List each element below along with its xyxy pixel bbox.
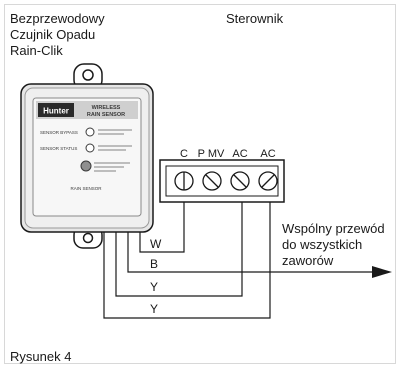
terminal-label-ac2: AC: [260, 148, 275, 160]
sensor-label-line3: Rain-Clik: [10, 43, 63, 58]
wire-label-y2: Y: [150, 302, 158, 316]
sensor-status-led: [85, 143, 95, 153]
sensor-indicator-icon: [80, 160, 92, 172]
figure-frame: [4, 4, 396, 364]
sensor-title-line1: WIRELESS: [92, 105, 121, 111]
terminal-screw-c-icon: [174, 171, 194, 191]
sensor-bypass-label: SENSOR BYPASS: [40, 130, 78, 135]
wire-label-y1: Y: [150, 280, 158, 294]
terminal-screw-ac1-icon: [230, 171, 250, 191]
common-wire-label-line2: do wszystkich: [282, 237, 363, 252]
sensor-label-line2: Czujnik Opadu: [10, 27, 96, 42]
common-wire-label-line3: zaworów: [282, 253, 334, 268]
wire-y-1: [115, 184, 243, 297]
controller-terminal-block: [159, 159, 285, 203]
terminal-label-c: C: [180, 148, 188, 160]
terminal-screw-ac2-icon: [258, 171, 278, 191]
wire-label-w: W: [150, 237, 162, 251]
sensor-title-line2: RAIN SENSOR: [87, 112, 125, 118]
wire-b: [127, 232, 374, 273]
common-wire-arrow-icon: [372, 266, 392, 278]
terminal-screw-pmv-icon: [202, 171, 222, 191]
wire-w: [139, 184, 185, 253]
sensor-status-label: SENSOR STATUS: [40, 146, 77, 151]
controller-label: Sterownik: [226, 11, 284, 26]
sensor-bypass-button: [85, 127, 95, 137]
common-wire-label-line1: Wspólny przewód: [282, 221, 385, 236]
figure-caption: Rysunek 4: [10, 349, 72, 364]
hunter-logo-text: Hunter: [43, 107, 69, 116]
terminal-label-ac1: AC: [232, 148, 247, 160]
hunter-logo: [38, 103, 74, 117]
wire-label-b: B: [150, 257, 158, 271]
terminal-label-pmv: P MV: [198, 148, 225, 160]
wire-y-2: [103, 184, 271, 319]
rain-sensor-device: Hunter WIRELESS RAIN SENSOR SENSOR BYPAS…: [20, 83, 154, 233]
sensor-label-line1: Bezprzewodowy: [10, 11, 105, 26]
sensor-wires: [103, 184, 374, 319]
sensor-footer-label: RAIN SENSOR: [70, 186, 102, 191]
